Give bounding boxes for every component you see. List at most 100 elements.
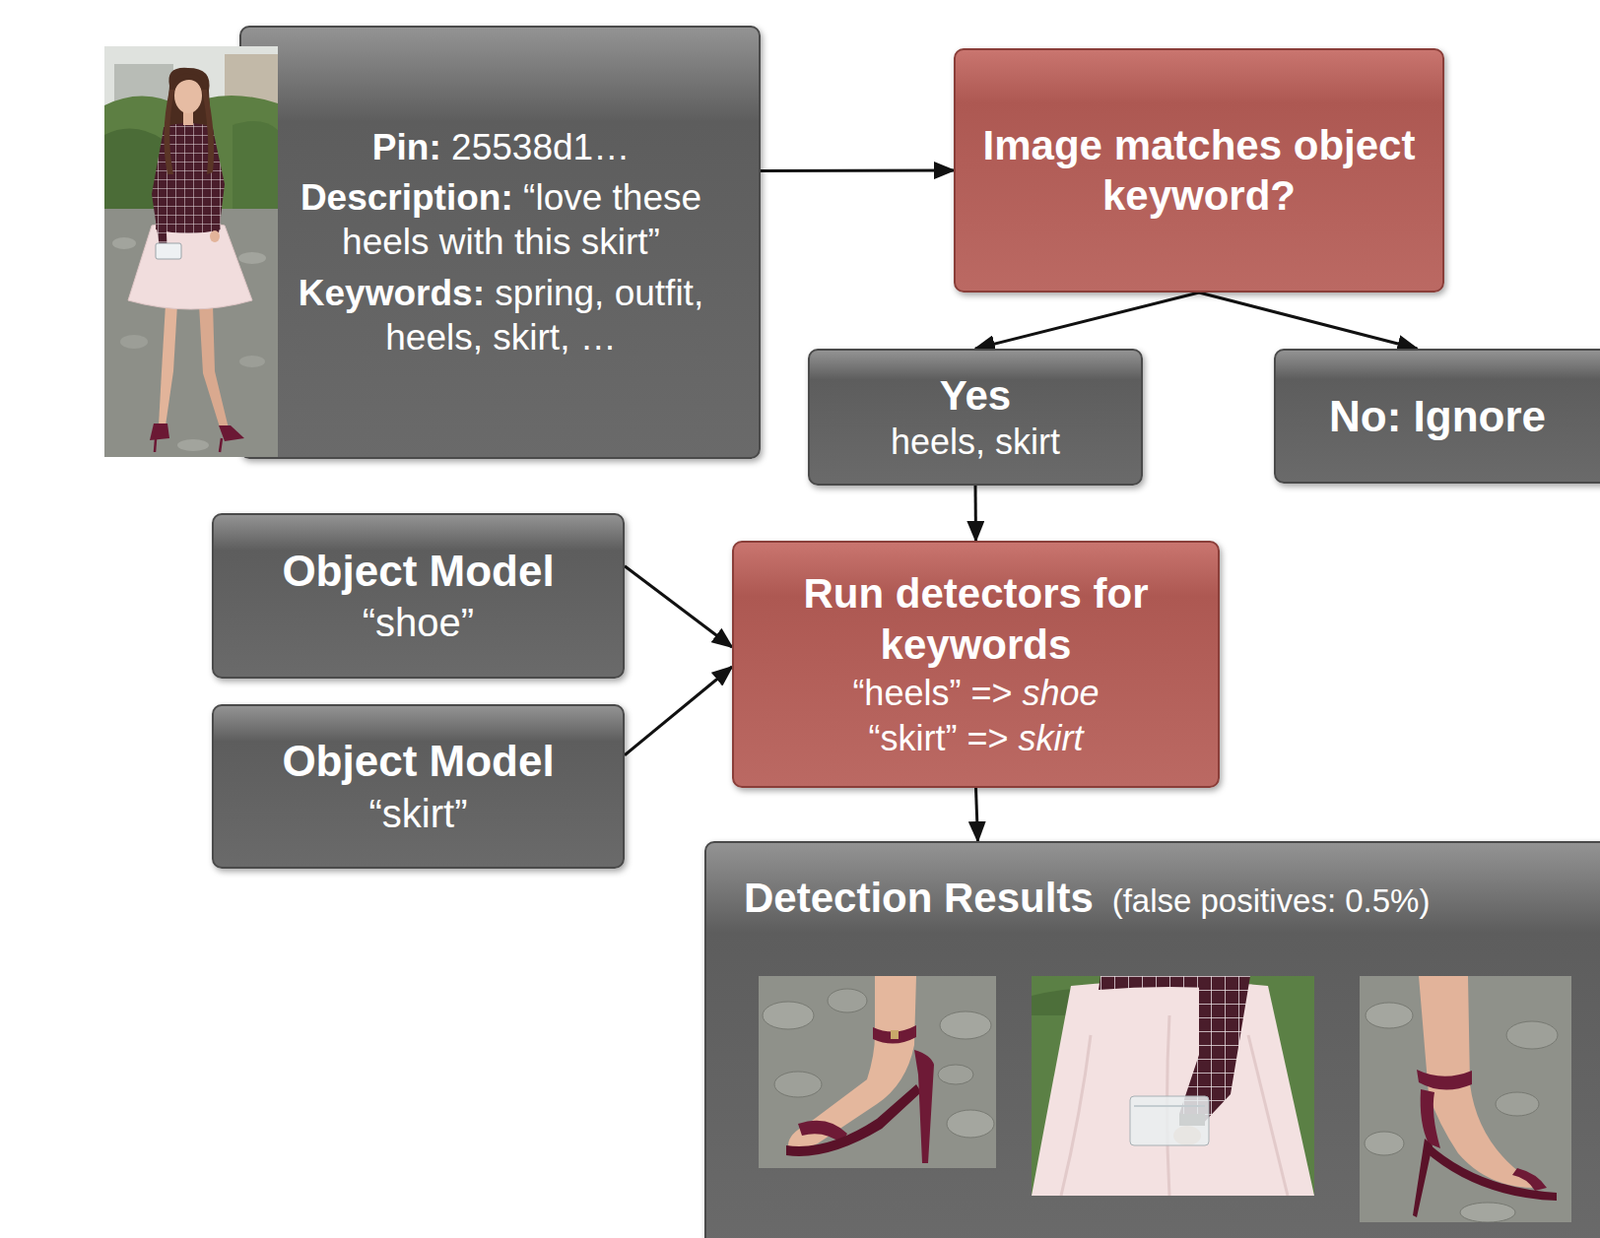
results-panel: Detection Results (false positives: 0.5%) xyxy=(704,841,1600,1238)
text-line: Detection Results (false positives: 0.5%) xyxy=(743,872,1600,924)
pin-photo-part xyxy=(112,237,136,250)
heel-crop-part xyxy=(939,1011,992,1040)
pin-photo-part xyxy=(219,438,222,453)
pin-photo-part xyxy=(104,208,278,458)
heel-crop-part xyxy=(890,1030,899,1040)
pin-card: Pin:25538d1… Description:“love these heel… xyxy=(239,25,761,460)
skirt-crop-part xyxy=(1031,981,1315,1197)
pin-photo-part xyxy=(201,89,214,175)
box-text: “heels” => xyxy=(852,672,1012,714)
heel-crop-part xyxy=(946,1110,995,1138)
heel-crop-part xyxy=(1365,1002,1413,1029)
text-line: “heels” =>shoe xyxy=(749,671,1202,716)
box-heading: Description: xyxy=(300,177,514,218)
model-box: Object Model “skirt” xyxy=(211,704,625,869)
box-text: skirt xyxy=(1018,718,1084,759)
text-line: “skirt” =>skirt xyxy=(749,717,1202,761)
skirt-crop-part xyxy=(1133,1105,1205,1108)
process-box: No: Ignore xyxy=(1273,348,1600,484)
pin-photo-part xyxy=(104,46,278,458)
pin-photo-part xyxy=(158,304,178,426)
heel-crop-part xyxy=(762,1001,814,1030)
box-text: 25538d1… xyxy=(451,127,630,168)
flow-arrow xyxy=(974,485,979,541)
decision-box: Image matches object keyword? xyxy=(953,48,1445,293)
flow-arrow xyxy=(1199,292,1417,349)
box-text: shoe xyxy=(1022,672,1100,714)
flow-arrow xyxy=(760,169,954,173)
text-line: No: Ignore xyxy=(1291,390,1584,444)
flow-arrow xyxy=(976,788,979,842)
process-box: Yesheels, skirt xyxy=(807,348,1143,486)
text-line: Object Model xyxy=(227,544,609,599)
skirt-crop xyxy=(1031,976,1315,1197)
text-line: “shoe” xyxy=(227,599,609,648)
flow-arrow xyxy=(624,666,733,756)
pin-photo-part xyxy=(177,439,209,452)
flow-arrow xyxy=(975,292,1200,349)
heel-crop-part xyxy=(1364,1132,1404,1156)
text-line: Pin:25538d1… xyxy=(286,125,716,170)
pin-photo-part xyxy=(239,355,266,368)
box-heading: No: Ignore xyxy=(1329,392,1546,441)
box-heading: Pin: xyxy=(372,127,442,168)
pin-photo-part xyxy=(149,423,170,441)
box-heading: Yes xyxy=(939,372,1011,419)
box-text: “shoe” xyxy=(362,600,474,645)
heel-crop-part xyxy=(788,976,917,1150)
heel-crop-part xyxy=(1495,1092,1539,1117)
box-text: “skirt” => xyxy=(867,718,1008,759)
box-heading: Object Model xyxy=(281,546,554,596)
process-box: Run detectors for keywords“heels” =>shoe… xyxy=(732,540,1220,789)
pin-photo-part xyxy=(173,73,203,94)
text-line: Description:“love these heels with this … xyxy=(286,175,716,265)
box-heading: Keywords: xyxy=(298,272,485,314)
text-line: Object Model xyxy=(227,734,609,789)
pin-photo xyxy=(104,46,278,458)
box-heading: Detection Results xyxy=(743,874,1094,922)
pin-photo-part xyxy=(128,220,253,310)
heel-crop-part xyxy=(1512,1168,1547,1192)
box-text: (false positives: 0.5%) xyxy=(1112,882,1431,920)
text-line: heels, skirt xyxy=(823,420,1128,465)
pin-photo-part xyxy=(163,89,175,175)
box-heading: Image matches object keyword? xyxy=(983,122,1416,219)
heel-crop-part xyxy=(1416,1069,1472,1091)
model-box: Object Model“shoe” xyxy=(211,513,625,679)
box-heading: Object Model xyxy=(281,736,554,786)
flow-arrow xyxy=(624,566,733,648)
heel-crop-part xyxy=(1460,1202,1516,1223)
text-line: Keywords:spring, outfit, heels, skirt, … xyxy=(286,270,716,360)
heel-crop-part xyxy=(774,1071,822,1098)
box-heading: Run detectors for keywords xyxy=(802,570,1148,667)
skirt-crop-part xyxy=(1061,1015,1288,1197)
pin-photo-part xyxy=(155,243,182,260)
skirt-crop-part xyxy=(1031,976,1315,1197)
skirt-crop-part xyxy=(1130,1096,1209,1146)
box-text: “skirt” xyxy=(369,792,468,836)
text-line: Run detectors for keywords xyxy=(749,568,1202,669)
heel-crop-part xyxy=(827,989,867,1013)
heel-crop-part xyxy=(1359,976,1572,1223)
pin-photo-part xyxy=(154,439,156,453)
text-line: “skirt” xyxy=(227,790,609,839)
heel-crop-part xyxy=(1506,1021,1558,1050)
box-text: heels, skirt xyxy=(890,421,1061,463)
text-line: Image matches object keyword? xyxy=(975,120,1423,221)
heel-crop-part xyxy=(914,1050,934,1164)
pin-photo-part xyxy=(199,304,229,431)
heel-crop-part xyxy=(786,1084,922,1157)
pin-photo-part xyxy=(120,334,148,349)
heel-crop-part xyxy=(1420,1089,1441,1149)
pin-photo-part xyxy=(238,252,267,265)
pin-photo-part xyxy=(209,230,220,243)
heel-crop-part xyxy=(872,1025,917,1045)
heel-crop-part xyxy=(1424,1143,1557,1201)
heel-crop-part xyxy=(758,976,997,1169)
heel-crop xyxy=(1359,976,1572,1223)
pin-photo-part xyxy=(232,121,278,219)
text-line: Yes xyxy=(823,370,1128,421)
heel-crop xyxy=(758,976,997,1169)
heel-crop-part xyxy=(937,1065,974,1085)
